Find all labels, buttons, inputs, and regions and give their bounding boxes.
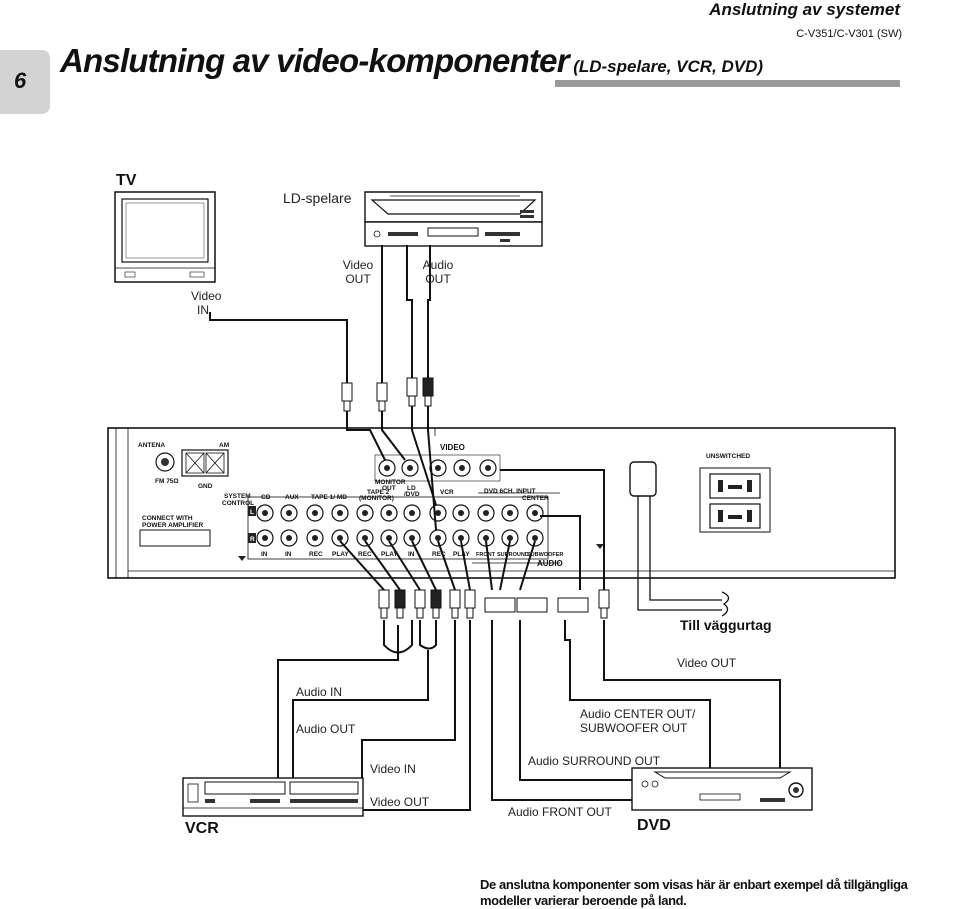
panel-label-tape1: TAPE 1/ MD	[311, 494, 347, 501]
panel-label-aux: AUX	[285, 494, 299, 501]
panel-label-rec-1: REC	[309, 551, 323, 558]
ld-audio-out-line-1: Audio	[422, 258, 454, 272]
plugs-upper	[341, 377, 434, 412]
dvd-center-out-line-1: Audio CENTER OUT/	[580, 707, 696, 721]
panel-label-tape2-1: TAPE 2	[367, 489, 390, 496]
cables-lower	[277, 469, 781, 811]
dvd-illustration	[631, 767, 813, 811]
panel-label-connect-2: POWER AMPLIFIER	[142, 522, 203, 529]
panel-label-cd: CD	[261, 494, 271, 501]
panel-label-system-1: SYSTEM	[224, 493, 251, 500]
panel-label-gnd: GND	[198, 483, 213, 490]
ld-audio-out-label: Audio OUT	[418, 258, 458, 286]
ld-video-out-line-1: Video	[342, 258, 374, 272]
wall-outlet-label: Till väggurtag	[680, 617, 772, 633]
title-underline	[555, 80, 900, 87]
vcr-audio-out-label: Audio OUT	[296, 722, 356, 736]
panel-label-r: R	[250, 536, 255, 543]
page-tab	[0, 50, 50, 114]
dvd-center-out-line-2: SUBWOOFER OUT	[580, 721, 688, 735]
page-title-sub: (LD-spelare, VCR, DVD)	[573, 57, 764, 76]
panel-label-am: AM	[219, 442, 229, 449]
dvd-front-out-label: Audio FRONT OUT	[508, 805, 612, 819]
panel-label-tape2-2: (MONITOR)	[359, 495, 394, 502]
plugs-lower	[378, 589, 610, 619]
ld-video-out-line-2: OUT	[345, 272, 371, 286]
panel-label-vcr: VCR	[440, 489, 454, 496]
dvd-video-out-label: Video OUT	[677, 656, 737, 670]
tv-video-in-line-2: IN	[197, 303, 209, 317]
vcr-video-out-label: Video OUT	[370, 795, 430, 809]
page-number: 6	[14, 68, 27, 93]
device-label-tv: TV	[116, 172, 137, 189]
panel-label-connect-1: CONNECT WITH	[142, 515, 193, 522]
model-number: C-V351/C-V301 (SW)	[796, 28, 902, 40]
panel-label-subwoofer: SUBWOOFER	[527, 552, 563, 558]
vcr-illustration	[182, 777, 364, 817]
panel-label-rec-2: REC	[358, 551, 372, 558]
tv-video-in-label: Video IN	[191, 289, 221, 317]
panel-label-dvd6ch: DVD 6CH. INPUT	[484, 488, 536, 495]
panel-label-front: FRONT	[476, 552, 496, 558]
cables-upper	[209, 245, 437, 531]
panel-label-play-2: PLAY	[381, 551, 398, 558]
panel-label-monitor-1: MONITOR	[375, 479, 406, 486]
dvd-surround-out-label: Audio SURROUND OUT	[528, 754, 661, 768]
tv-video-in-line-1: Video	[191, 289, 222, 303]
panel-label-video: VIDEO	[440, 443, 465, 452]
panel-label-l: L	[250, 509, 254, 516]
section-title: Anslutning av systemet	[709, 0, 900, 19]
ld-video-out-label: Video OUT	[338, 258, 378, 286]
panel-label-ld-1: LD	[407, 485, 416, 492]
device-label-ld: LD-spelare	[283, 190, 352, 206]
receiver-rear-panel: ANTENA AM FM 75Ω GND SYSTEM CONTROL CONN…	[107, 427, 896, 579]
device-label-vcr: VCR	[185, 820, 219, 837]
panel-label-audio: AUDIO	[537, 559, 563, 568]
panel-label-unswitched: UNSWITCHED	[706, 453, 750, 460]
power-cord	[629, 461, 730, 617]
panel-label-play-1: PLAY	[332, 551, 349, 558]
panel-label-in-1: IN	[261, 551, 268, 558]
page-title-main: Anslutning av video-komponenter	[60, 42, 570, 79]
dvd-center-out-label: Audio CENTER OUT/ SUBWOOFER OUT	[580, 707, 695, 735]
tv-illustration	[114, 191, 216, 283]
panel-label-fm: FM 75Ω	[155, 478, 179, 485]
panel-label-antena: ANTENA	[138, 442, 165, 449]
panel-label-ld-2: /DVD	[404, 491, 420, 498]
vcr-audio-in-label: Audio IN	[296, 685, 343, 699]
panel-label-monitor-2: OUT	[382, 485, 396, 492]
panel-label-in-3: IN	[408, 551, 415, 558]
panel-label-rec-3: REC	[432, 551, 446, 558]
panel-label-surround: SURROUND	[497, 552, 529, 558]
panel-label-play-3: PLAY	[453, 551, 470, 558]
page-title: Anslutning av video-komponenter (LD-spel…	[60, 42, 763, 80]
ld-player-illustration	[364, 191, 543, 247]
footnote: De anslutna komponenter som visas här är…	[480, 877, 908, 908]
vcr-video-in-label: Video IN	[370, 762, 416, 776]
panel-label-center: CENTER	[522, 495, 549, 502]
ld-audio-out-line-2: OUT	[425, 272, 451, 286]
panel-label-system-2: CONTROL	[222, 500, 254, 507]
device-label-dvd: DVD	[637, 817, 671, 834]
panel-label-in-2: IN	[285, 551, 292, 558]
